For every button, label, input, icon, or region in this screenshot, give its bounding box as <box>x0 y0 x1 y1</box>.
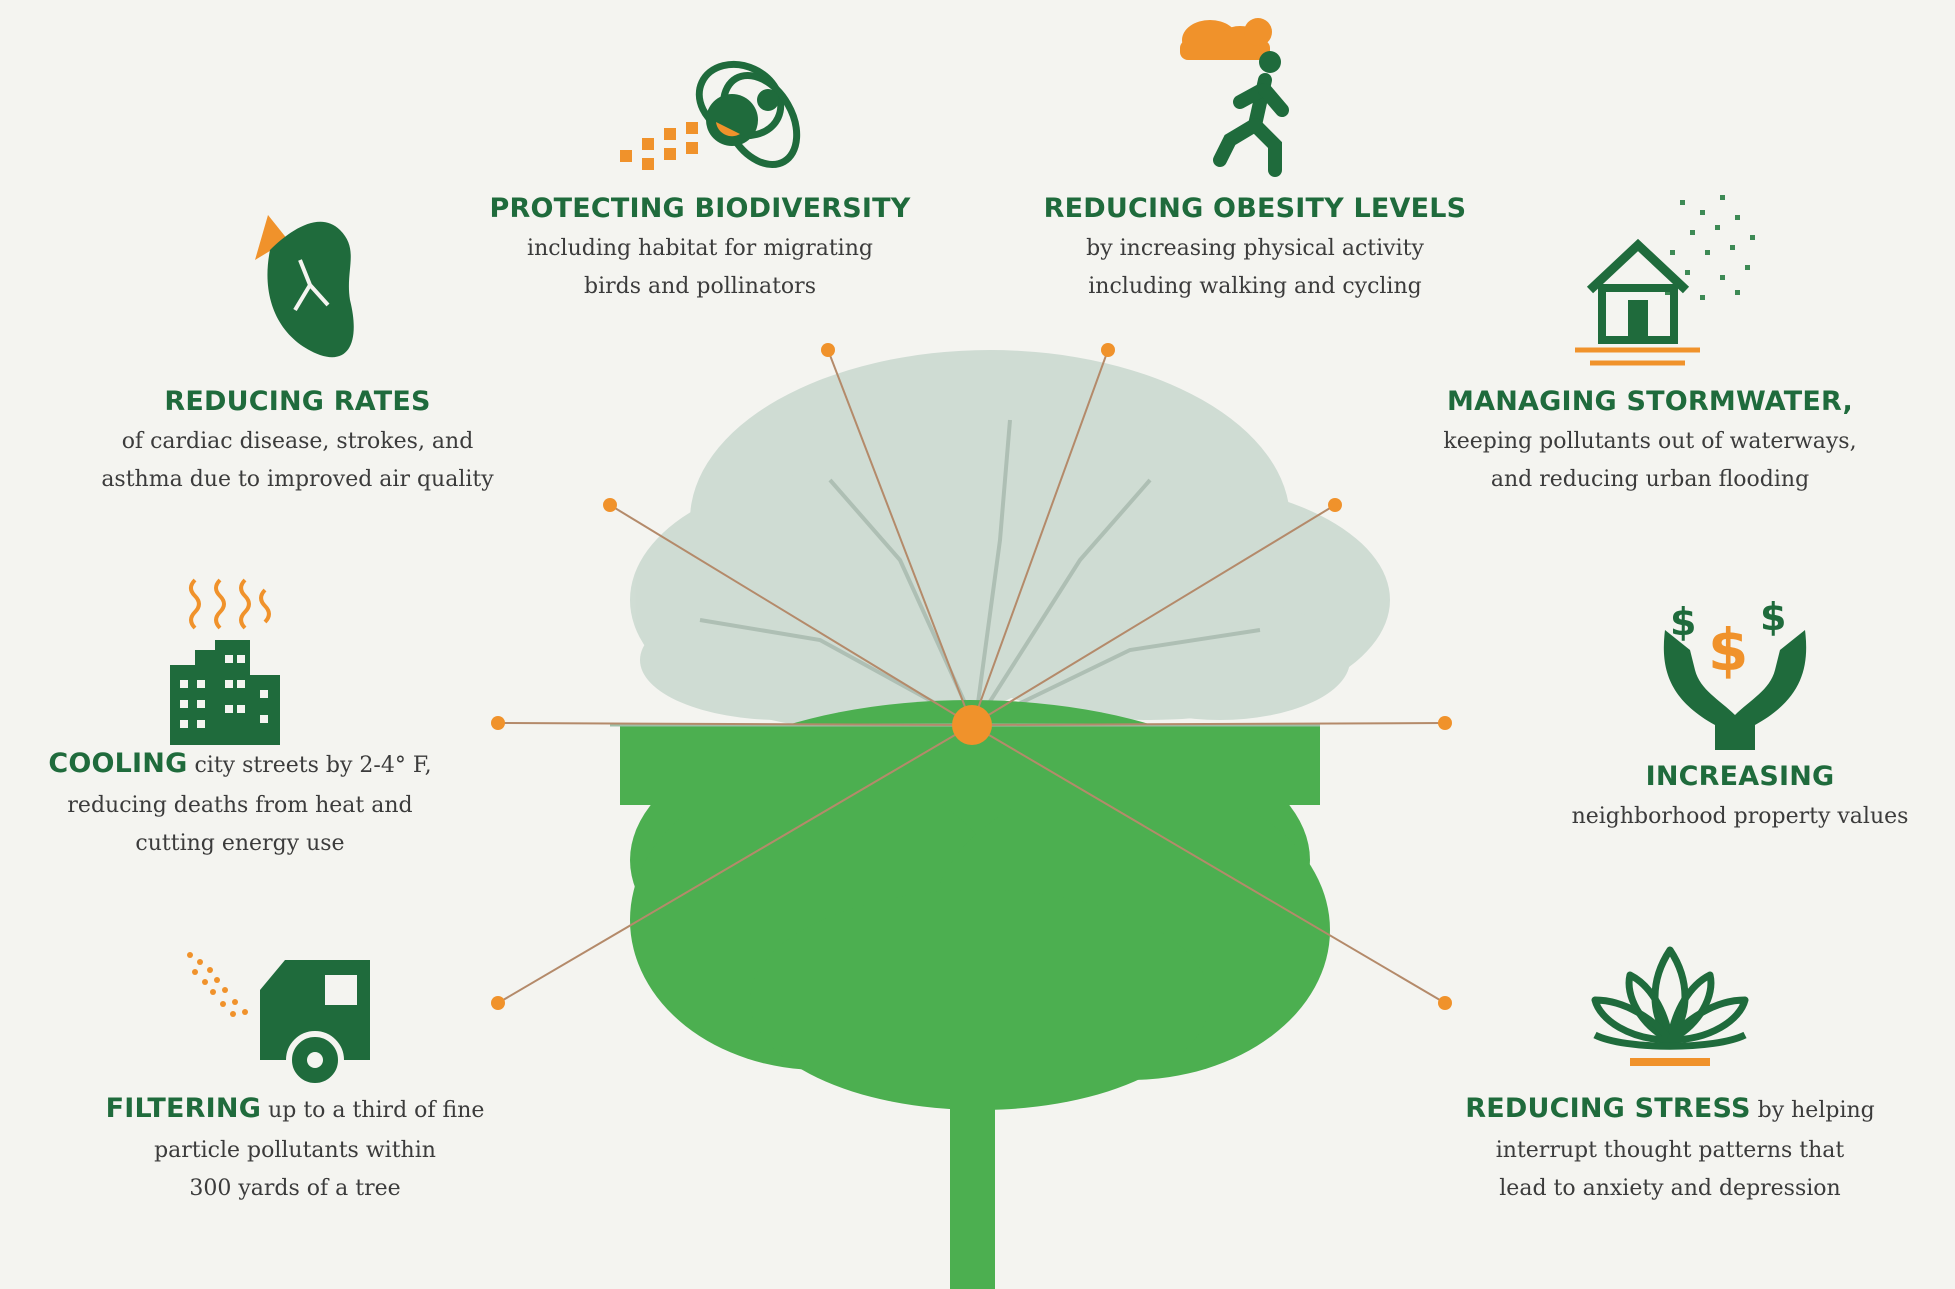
benefit-line: by increasing physical activity <box>1086 236 1424 261</box>
benefit-inline: up to a third of fine <box>268 1098 485 1123</box>
heart-icon <box>255 215 354 358</box>
benefit-stormwater: MANAGING STORMWATER, keeping pollutants … <box>1415 383 1885 499</box>
benefit-cardiac: REDUCING RATES of cardiac disease, strok… <box>70 383 525 499</box>
tree-canopy-upper <box>630 350 1390 730</box>
benefit-heading: REDUCING OBESITY LEVELS <box>1043 193 1467 224</box>
house-rain-icon <box>1575 195 1755 366</box>
benefit-line: interrupt thought patterns that <box>1495 1138 1845 1163</box>
benefit-line: lead to anxiety and depression <box>1499 1176 1841 1201</box>
tree-trunk <box>950 950 995 1289</box>
svg-text:$: $ <box>1708 616 1748 684</box>
benefit-line: neighborhood property values <box>1571 804 1909 829</box>
benefit-biodiversity: PROTECTING BIODIVERSITY including habita… <box>475 190 925 306</box>
benefit-heading: COOLING <box>48 748 188 779</box>
connector-dots <box>491 343 1452 1010</box>
benefit-heading-row: FILTERING up to a third of fine <box>85 1090 505 1130</box>
benefit-line: and reducing urban flooding <box>1490 467 1810 492</box>
connector-lines <box>497 349 1446 1004</box>
benefit-obesity: REDUCING OBESITY LEVELS by increasing ph… <box>1030 190 1480 306</box>
benefit-cooling: COOLING city streets by 2-4° F, reducing… <box>20 745 460 863</box>
benefit-heading: REDUCING STRESS <box>1465 1093 1751 1124</box>
runner-icon <box>1180 18 1289 177</box>
benefit-property: INCREASING neighborhood property values <box>1540 758 1940 836</box>
benefit-inline: city streets by 2-4° F, <box>194 753 432 778</box>
benefit-heading-row: REDUCING STRESS by helping <box>1440 1090 1900 1130</box>
benefit-heading: PROTECTING BIODIVERSITY <box>489 193 911 224</box>
benefit-line: keeping pollutants out of waterways, <box>1443 429 1857 454</box>
svg-text:$: $ <box>1760 595 1786 639</box>
benefit-heading: FILTERING <box>105 1093 262 1124</box>
benefit-stress: REDUCING STRESS by helping interrupt tho… <box>1440 1090 1900 1208</box>
benefit-filtering: FILTERING up to a third of fine particle… <box>85 1090 505 1208</box>
benefit-heading: REDUCING RATES <box>164 386 431 417</box>
hands-money-icon: $ $ $ <box>1663 595 1807 750</box>
benefit-line: asthma due to improved air quality <box>101 467 494 492</box>
svg-text:$: $ <box>1670 600 1696 644</box>
benefit-line: including walking and cycling <box>1088 274 1422 299</box>
benefit-inline: by helping <box>1757 1098 1875 1123</box>
benefit-line: 300 yards of a tree <box>189 1176 401 1201</box>
benefit-line: including habitat for migrating <box>527 236 873 261</box>
truck-exhaust-icon <box>187 952 370 1089</box>
benefit-heading: INCREASING <box>1645 761 1835 792</box>
city-heat-icon <box>170 578 280 745</box>
lotus-icon <box>1591 946 1749 1066</box>
bee-icon <box>620 60 801 170</box>
benefit-line: reducing deaths from heat and <box>67 793 413 818</box>
center-hub-dot <box>952 705 992 745</box>
benefit-heading: MANAGING STORMWATER, <box>1447 386 1853 417</box>
benefit-line: cutting energy use <box>135 831 345 856</box>
benefit-line: of cardiac disease, strokes, and <box>121 429 474 454</box>
benefit-heading-row: COOLING city streets by 2-4° F, <box>20 745 460 785</box>
benefit-line: particle pollutants within <box>154 1138 436 1163</box>
benefit-line: birds and pollinators <box>584 274 816 299</box>
